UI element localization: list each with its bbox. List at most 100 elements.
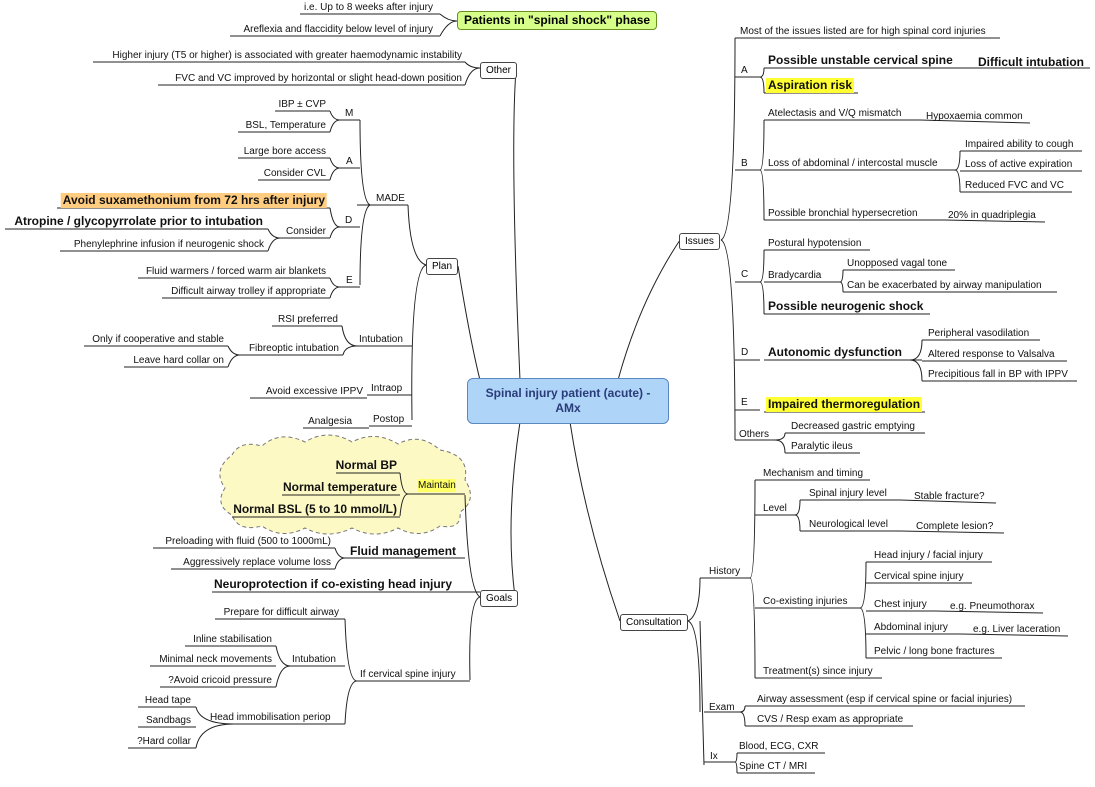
goals-head-immob: Head immobilisation periop bbox=[210, 712, 331, 723]
consult-abdominal-injury: Abdominal injury bbox=[874, 622, 948, 633]
consult-pelvic: Pelvic / long bone fractures bbox=[874, 646, 995, 657]
goals-sandbags: Sandbags bbox=[145, 715, 191, 726]
plan-intraop-ippv: Avoid excessive IPPV bbox=[265, 386, 363, 397]
consult-head-injury: Head injury / facial injury bbox=[874, 550, 983, 561]
plan-postop-label: Postop bbox=[373, 414, 405, 425]
central-topic-line2: AMx bbox=[555, 401, 581, 415]
consult-mechanism: Mechanism and timing bbox=[763, 468, 864, 479]
goals-preloading: Preloading with fluid (500 to 1000mL) bbox=[165, 536, 331, 547]
consult-complete-lesion: Complete lesion? bbox=[916, 521, 994, 532]
consult-cvs-resp: CVS / Resp exam as appropriate bbox=[757, 714, 904, 725]
consult-coexisting-label: Co-existing injuries bbox=[763, 596, 848, 607]
plan-intubation-label: Intubation bbox=[359, 334, 403, 345]
central-topic[interactable]: Spinal injury patient (acute) - AMx bbox=[467, 378, 669, 424]
plan-postop-analgesia: Analgesia bbox=[308, 416, 352, 427]
plan-fibre-collar: Leave hard collar on bbox=[133, 355, 224, 366]
goals-head-tape: Head tape bbox=[144, 695, 191, 706]
goals-normal-bsl: Normal BSL (5 to 10 mmol/L) bbox=[233, 502, 397, 516]
made-a-label: A bbox=[346, 156, 353, 167]
goals-cspine-label: If cervical spine injury bbox=[360, 669, 456, 680]
consult-stable-fracture: Stable fracture? bbox=[914, 491, 985, 502]
issues-fall-bp: Precipitious fall in BP with IPPV bbox=[928, 369, 1068, 380]
made-m-label: M bbox=[345, 108, 354, 119]
goals-maintain-label: Maintain bbox=[418, 479, 456, 492]
link-center-other bbox=[513, 69, 521, 381]
made-a-large-bore: Large bore access bbox=[243, 146, 326, 157]
goals-replace-volume: Aggressively replace volume loss bbox=[183, 557, 331, 568]
plan-intraop-label: Intraop bbox=[371, 383, 403, 394]
consult-ix-label: Ix bbox=[710, 751, 718, 762]
made-a-cvl: Consider CVL bbox=[263, 168, 326, 179]
consult-spine-ct: Spine CT / MRI bbox=[739, 761, 808, 772]
issues-reduced-fvc: Reduced FVC and VC bbox=[965, 180, 1064, 191]
shock-item-areflexia: Areflexia and flaccidity below level of … bbox=[243, 24, 433, 35]
goals-cricoid: ?Avoid cricoid pressure bbox=[168, 675, 272, 686]
maintain-cloud bbox=[219, 434, 471, 535]
made-e-warmers: Fluid warmers / forced warm air blankets bbox=[145, 266, 326, 277]
other-topic[interactable]: Other bbox=[480, 62, 518, 79]
issues-atelectasis: Atelectasis and V/Q mismatch bbox=[768, 108, 902, 119]
issues-loss-expiration: Loss of active expiration bbox=[965, 159, 1073, 170]
issues-impaired-cough: Impaired ability to cough bbox=[965, 139, 1074, 150]
issues-quadriplegia: 20% in quadriplegia bbox=[948, 210, 1036, 221]
issues-ileus: Paralytic ileus bbox=[791, 441, 853, 452]
issues-loss-muscle: Loss of abdominal / intercostal muscle bbox=[768, 158, 938, 169]
issues-intro: Most of the issues listed are for high s… bbox=[740, 26, 986, 37]
made-m-ibp: IBP ± CVP bbox=[278, 99, 326, 110]
consult-liver-laceration: e.g. Liver laceration bbox=[973, 624, 1061, 635]
spinal-shock-topic[interactable]: Patients in "spinal shock" phase bbox=[457, 11, 658, 30]
plan-fibreoptic: Fibreoptic intubation bbox=[248, 343, 339, 354]
issues-topic[interactable]: Issues bbox=[679, 233, 720, 250]
link-center-issues bbox=[617, 239, 681, 381]
issues-vagal: Unopposed vagal tone bbox=[847, 258, 948, 269]
consult-chest-injury: Chest injury bbox=[874, 599, 927, 610]
plan-topic[interactable]: Plan bbox=[426, 258, 459, 275]
issues-neurogenic-shock: Possible neurogenic shock bbox=[768, 299, 924, 313]
issues-e-label: E bbox=[741, 397, 748, 408]
made-d-consider: Consider bbox=[285, 226, 326, 237]
goals-normal-bp: Normal BP bbox=[335, 458, 397, 472]
consult-exam-label: Exam bbox=[709, 702, 735, 713]
goals-prepare-airway: Prepare for difficult airway bbox=[223, 607, 339, 618]
issues-aspiration-risk: Aspiration risk bbox=[766, 78, 855, 93]
issues-b-label: B bbox=[741, 158, 748, 169]
issues-valsalva: Altered response to Valsalva bbox=[928, 349, 1055, 360]
central-topic-line1: Spinal injury patient (acute) - bbox=[485, 386, 651, 400]
issues-gastric: Decreased gastric emptying bbox=[791, 421, 915, 432]
issues-postural: Postural hypotension bbox=[768, 238, 862, 249]
consult-level-label: Level bbox=[763, 503, 787, 514]
goals-topic[interactable]: Goals bbox=[480, 590, 519, 607]
consult-treatment: Treatment(s) since injury bbox=[763, 666, 873, 677]
consultation-topic[interactable]: Consultation bbox=[620, 614, 688, 631]
other-item-fvc: FVC and VC improved by horizontal or sli… bbox=[175, 73, 462, 84]
issues-unstable-cspine: Possible unstable cervical spine bbox=[768, 53, 953, 67]
goals-inline-stab: Inline stabilisation bbox=[193, 634, 272, 645]
goals-normal-temp: Normal temperature bbox=[282, 480, 397, 494]
issues-thermoregulation: Impaired thermoregulation bbox=[766, 397, 923, 412]
issues-d-label: D bbox=[741, 347, 749, 358]
other-item-higher-injury: Higher injury (T5 or higher) is associat… bbox=[112, 50, 462, 61]
shock-item-weeks: i.e. Up to 8 weeks after injury bbox=[304, 2, 433, 13]
made-d-avoid-sux: Avoid suxamethonium from 72 hrs after in… bbox=[60, 193, 327, 208]
link-center-goals bbox=[510, 421, 521, 598]
plan-fibre-cooperative: Only if cooperative and stable bbox=[92, 334, 224, 345]
made-e-trolley: Difficult airway trolley if appropriate bbox=[171, 286, 326, 297]
made-d-atropine: Atropine / glycopyrrolate prior to intub… bbox=[14, 214, 263, 228]
issues-a-label: A bbox=[741, 65, 748, 76]
consult-history-label: History bbox=[709, 566, 741, 577]
goals-fluid-management: Fluid management bbox=[350, 544, 457, 558]
consult-cspine-injury: Cervical spine injury bbox=[874, 571, 964, 582]
issues-difficult-intubation: Difficult intubation bbox=[978, 55, 1084, 69]
consult-blood-ecg: Blood, ECG, CXR bbox=[739, 741, 819, 752]
goals-hard-collar: ?Hard collar bbox=[137, 736, 191, 747]
goals-cspine-intubation: Intubation bbox=[292, 654, 336, 665]
issues-others-label: Others bbox=[739, 429, 770, 440]
made-label: MADE bbox=[376, 193, 405, 204]
issues-bradycardia: Bradycardia bbox=[768, 270, 822, 281]
made-m-bsl: BSL, Temperature bbox=[245, 120, 326, 131]
goals-minimal-neck: Minimal neck movements bbox=[159, 654, 272, 665]
made-e-label: E bbox=[346, 275, 353, 286]
consult-airway-assessment: Airway assessment (esp if cervical spine… bbox=[757, 694, 1013, 705]
consult-neuro-level: Neurological level bbox=[809, 519, 888, 530]
